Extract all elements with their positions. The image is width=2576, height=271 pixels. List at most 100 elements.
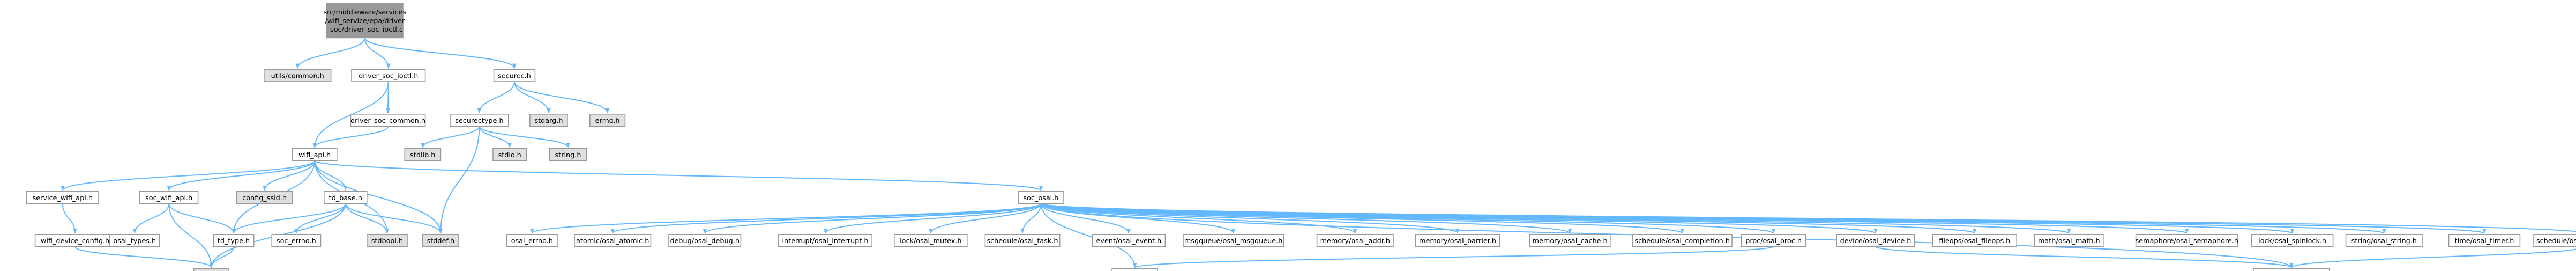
node-mutex-h[interactable]: lock/osal_mutex.h — [894, 233, 968, 247]
node-label: stdlib.h — [410, 151, 435, 159]
node-label: schedule/osal_workqueue.h — [2536, 237, 2576, 245]
node-service-wifi-api-h[interactable]: service_wifi_api.h — [26, 191, 99, 204]
node-config-ssid-h[interactable]: config_ssid.h — [236, 191, 293, 204]
node-label: stdio.h — [498, 151, 521, 159]
node-errno-h[interactable]: errno.h — [589, 114, 626, 127]
node-atomic-h[interactable]: atomic/osal_atomic.h — [574, 233, 652, 247]
edge-soc_osal_h-to-semaphore_h — [1040, 203, 2189, 234]
edge-service_wifi_api_h-to-wifi_device_config_h — [62, 203, 77, 233]
node-soc-osal-h[interactable]: soc_osal.h — [1018, 191, 1064, 204]
edge-wifi_device_config_h-to-stdint_h — [74, 246, 214, 268]
node-label: schedule/osal_task.h — [987, 237, 1058, 245]
node-soc-errno-h[interactable]: soc_errno.h — [271, 233, 322, 247]
edge-securec_h-to-stdarg_h — [514, 81, 551, 113]
node-string-h[interactable]: string.h — [549, 148, 587, 161]
node-box — [1018, 191, 1064, 204]
node-box — [1415, 233, 1500, 247]
node-event-h[interactable]: event/osal_event.h — [1092, 233, 1166, 247]
edge-soc_wifi_api_h-to-td_type_h — [168, 203, 236, 234]
edge-securec_h-to-securectype_h — [477, 81, 515, 113]
node-stdint-h[interactable]: stdint.h — [193, 268, 230, 271]
node-soc-wifi-api-h[interactable]: soc_wifi_api.h — [139, 191, 199, 204]
node-barrier-h[interactable]: memory/osal_barrier.h — [1415, 233, 1500, 247]
node-label: osal_errno.h — [511, 237, 553, 245]
node-fileops-h[interactable]: fileops/osal_fileops.h — [1932, 233, 2017, 247]
node-wifi-api-h[interactable]: wifi_api.h — [292, 148, 338, 161]
node-stdarg-h[interactable]: stdarg.h — [529, 114, 568, 127]
node-box — [1836, 233, 1915, 247]
node-label: stdarg.h — [535, 117, 563, 125]
edge-securectype_h-to-stdlib_h — [420, 126, 480, 148]
node-label: memory/osal_barrier.h — [1419, 237, 1496, 245]
node-root[interactable]: src/middleware/services/wifi_service/epa… — [323, 3, 406, 39]
edge-wifi_api_h-to-service_wifi_api_h — [60, 160, 316, 191]
node-ostring-h[interactable]: string/osal_string.h — [2345, 233, 2423, 247]
node-cache-h[interactable]: memory/osal_cache.h — [1529, 233, 1611, 247]
node-box — [2533, 233, 2576, 247]
node-box — [422, 233, 459, 247]
node-driver-soc-ioctl-h[interactable]: driver_soc_ioctl.h — [351, 69, 426, 82]
node-label: stddef.h — [427, 237, 455, 245]
node-label: soc_errno.h — [277, 237, 316, 245]
node-msgqueue-h[interactable]: msgqueue/osal_msgqueue.h — [1183, 233, 1284, 247]
node-timer-h[interactable]: time/osal_timer.h — [2448, 233, 2521, 247]
node-spinlock-h[interactable]: lock/osal_spinlock.h — [2251, 233, 2334, 247]
node-label: soc_osal.h — [1023, 194, 1058, 202]
node-box — [1316, 233, 1394, 247]
node-box — [984, 233, 1061, 247]
node-wait-h[interactable]: schedule/osal_wait.h — [2252, 268, 2330, 271]
node-osal-errno-h[interactable]: osal_errno.h — [506, 233, 558, 247]
node-box — [2034, 233, 2104, 247]
edge-proc_h-to-osal_list_h — [1133, 246, 1774, 268]
node-securectype-h[interactable]: securectype.h — [450, 114, 509, 127]
node-box — [323, 191, 368, 204]
node-label: securec.h — [498, 72, 531, 80]
node-box — [493, 69, 536, 82]
node-workqueue-h[interactable]: schedule/osal_workqueue.h — [2533, 233, 2576, 247]
node-box — [366, 233, 408, 247]
node-stddef-h[interactable]: stddef.h — [422, 233, 459, 247]
node-label: lock/osal_spinlock.h — [2258, 237, 2326, 245]
node-device-h[interactable]: device/osal_device.h — [1836, 233, 1915, 247]
node-box — [1111, 268, 1158, 271]
node-box — [213, 233, 255, 247]
node-label: driver_soc_common.h — [350, 117, 425, 125]
node-box — [589, 114, 626, 127]
node-wifi-device-config-h[interactable]: wifi_device_config.h — [34, 233, 116, 247]
node-math-h[interactable]: math/osal_math.h — [2034, 233, 2104, 247]
node-label: errno.h — [595, 117, 620, 125]
edge-soc_osal_h-to-interrupt_h — [823, 203, 1042, 234]
node-box — [574, 233, 652, 247]
node-utils-common-h[interactable]: utils/common.h — [263, 69, 332, 82]
node-proc-h[interactable]: proc/osal_proc.h — [1741, 233, 1806, 247]
node-box — [1529, 233, 1611, 247]
node-debug-h[interactable]: debug/osal_debug.h — [668, 233, 742, 247]
node-box — [2345, 233, 2423, 247]
node-stdlib-h[interactable]: stdlib.h — [404, 148, 442, 161]
node-interrupt-h[interactable]: interrupt/osal_interrupt.h — [778, 233, 873, 247]
node-completion-h[interactable]: schedule/osal_completion.h — [1632, 233, 1733, 247]
node-task-h[interactable]: schedule/osal_task.h — [984, 233, 1061, 247]
node-td-type-h[interactable]: td_type.h — [213, 233, 255, 247]
node-label: memory/osal_addr.h — [1320, 237, 1390, 245]
node-osal-list-h[interactable]: osal_list.h — [1111, 268, 1158, 271]
node-td-base-h[interactable]: td_base.h — [323, 191, 368, 204]
node-label: securectype.h — [455, 117, 503, 125]
node-label: string.h — [555, 151, 581, 159]
node-box — [1632, 233, 1733, 247]
node-label: semaphore/osal_semaphore.h — [2136, 237, 2238, 245]
node-box — [2135, 233, 2238, 247]
node-label: _soc/driver_soc_ioctl.c — [326, 26, 403, 34]
node-semaphore-h[interactable]: semaphore/osal_semaphore.h — [2135, 233, 2238, 247]
edge-workqueue_h-to-wait_h — [2289, 248, 2576, 268]
node-driver-soc-common-h[interactable]: driver_soc_common.h — [350, 114, 426, 127]
node-osal-types-h[interactable]: osal_types.h — [109, 233, 160, 247]
node-stdbool-h[interactable]: stdbool.h — [366, 233, 408, 247]
node-securec-h[interactable]: securec.h — [493, 69, 536, 82]
node-stdio-h[interactable]: stdio.h — [492, 148, 527, 161]
node-box — [549, 148, 587, 161]
edge-driver_soc_common_h-to-wifi_api_h — [312, 126, 389, 148]
node-addr-h[interactable]: memory/osal_addr.h — [1316, 233, 1394, 247]
node-label: proc/osal_proc.h — [1745, 237, 1802, 245]
